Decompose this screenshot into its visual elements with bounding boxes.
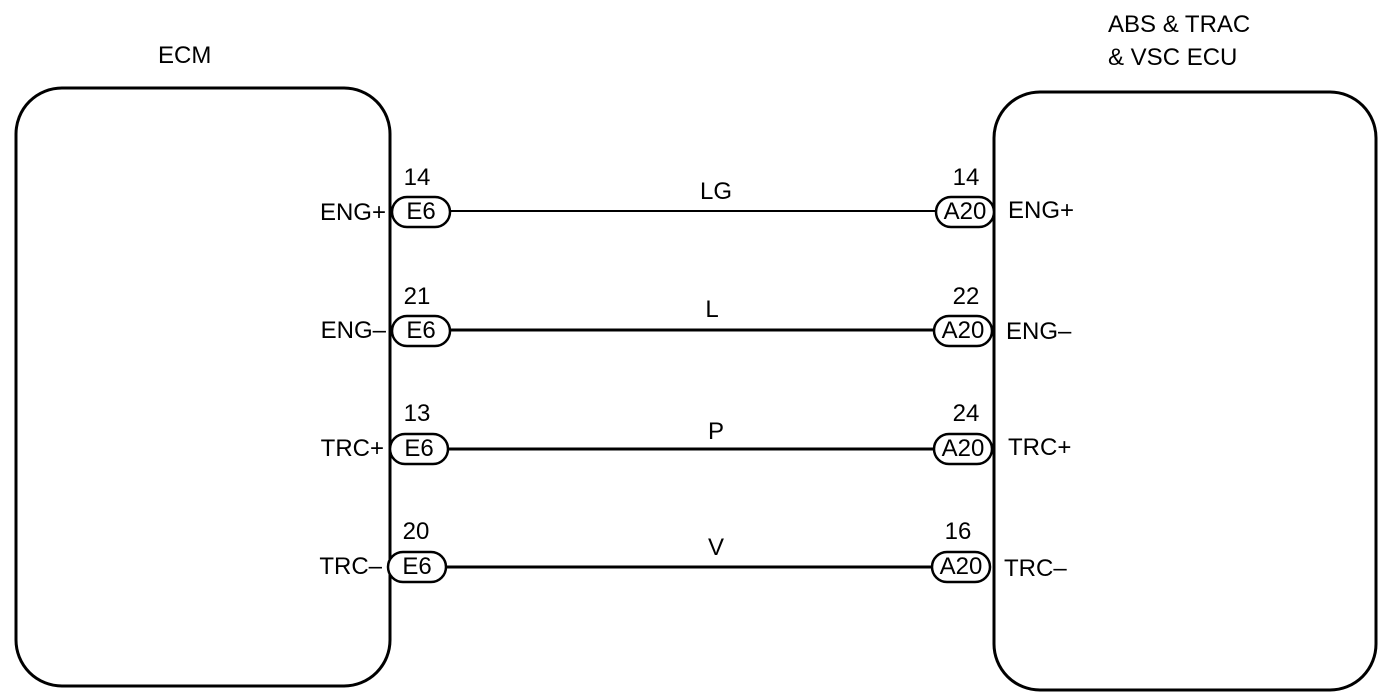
abs-pin-number: 22 (952, 283, 980, 310)
ecm-signal-label: ENG– (320, 317, 386, 344)
abs-signal-label: TRC+ (1008, 434, 1072, 461)
ecm-connector-badge (390, 195, 452, 229)
abs-connector-badge (934, 195, 996, 229)
ecm-title: ECM (158, 42, 212, 69)
abs-ecu-title-line1: ABS & TRAC (1108, 11, 1251, 38)
abs-connector-label: A20 (939, 553, 983, 580)
abs-signal-label: TRC– (1004, 555, 1067, 582)
abs-ecu-box (992, 90, 1378, 692)
ecm-pin-number: 13 (403, 400, 431, 427)
ecm-signal-label: ENG+ (319, 199, 386, 226)
abs-connector-label: A20 (943, 198, 987, 225)
abs-connector-label: A20 (941, 317, 985, 344)
ecm-connector-badge (388, 432, 450, 466)
wire-color-label: L (705, 296, 719, 323)
wire-color-label: V (707, 534, 724, 561)
abs-signal-label: ENG+ (1008, 197, 1075, 224)
ecm-pin-number: 21 (403, 283, 431, 310)
ecm-connector-label: E6 (406, 198, 436, 225)
ecm-connector-label: E6 (406, 317, 436, 344)
abs-signal-label: ENG– (1006, 318, 1072, 345)
abs-pin-number: 14 (952, 164, 980, 191)
ecm-connector-badge (390, 314, 452, 348)
abs-connector-badge (932, 314, 994, 348)
ecm-signal-label: TRC– (319, 553, 382, 580)
ecm-connector-label: E6 (404, 435, 434, 462)
ecm-pin-number: 14 (403, 164, 431, 191)
ecm-connector-label: E6 (402, 553, 432, 580)
abs-connector-label: A20 (941, 435, 985, 462)
ecm-pin-number: 20 (402, 518, 430, 545)
abs-pin-number: 16 (944, 518, 972, 545)
abs-pin-number: 24 (952, 400, 980, 427)
ecm-box (14, 86, 392, 688)
wire-color-label: LG (699, 178, 732, 205)
ecm-signal-label: TRC+ (320, 435, 384, 462)
abs-connector-badge (930, 550, 992, 584)
abs-ecu-title: ABS & TRAC & VSC ECU (1108, 8, 1250, 74)
wire-color-label: P (707, 418, 724, 445)
abs-connector-badge (932, 432, 994, 466)
ecm-connector-badge (386, 550, 448, 584)
abs-ecu-title-line2: & VSC ECU (1108, 44, 1238, 71)
